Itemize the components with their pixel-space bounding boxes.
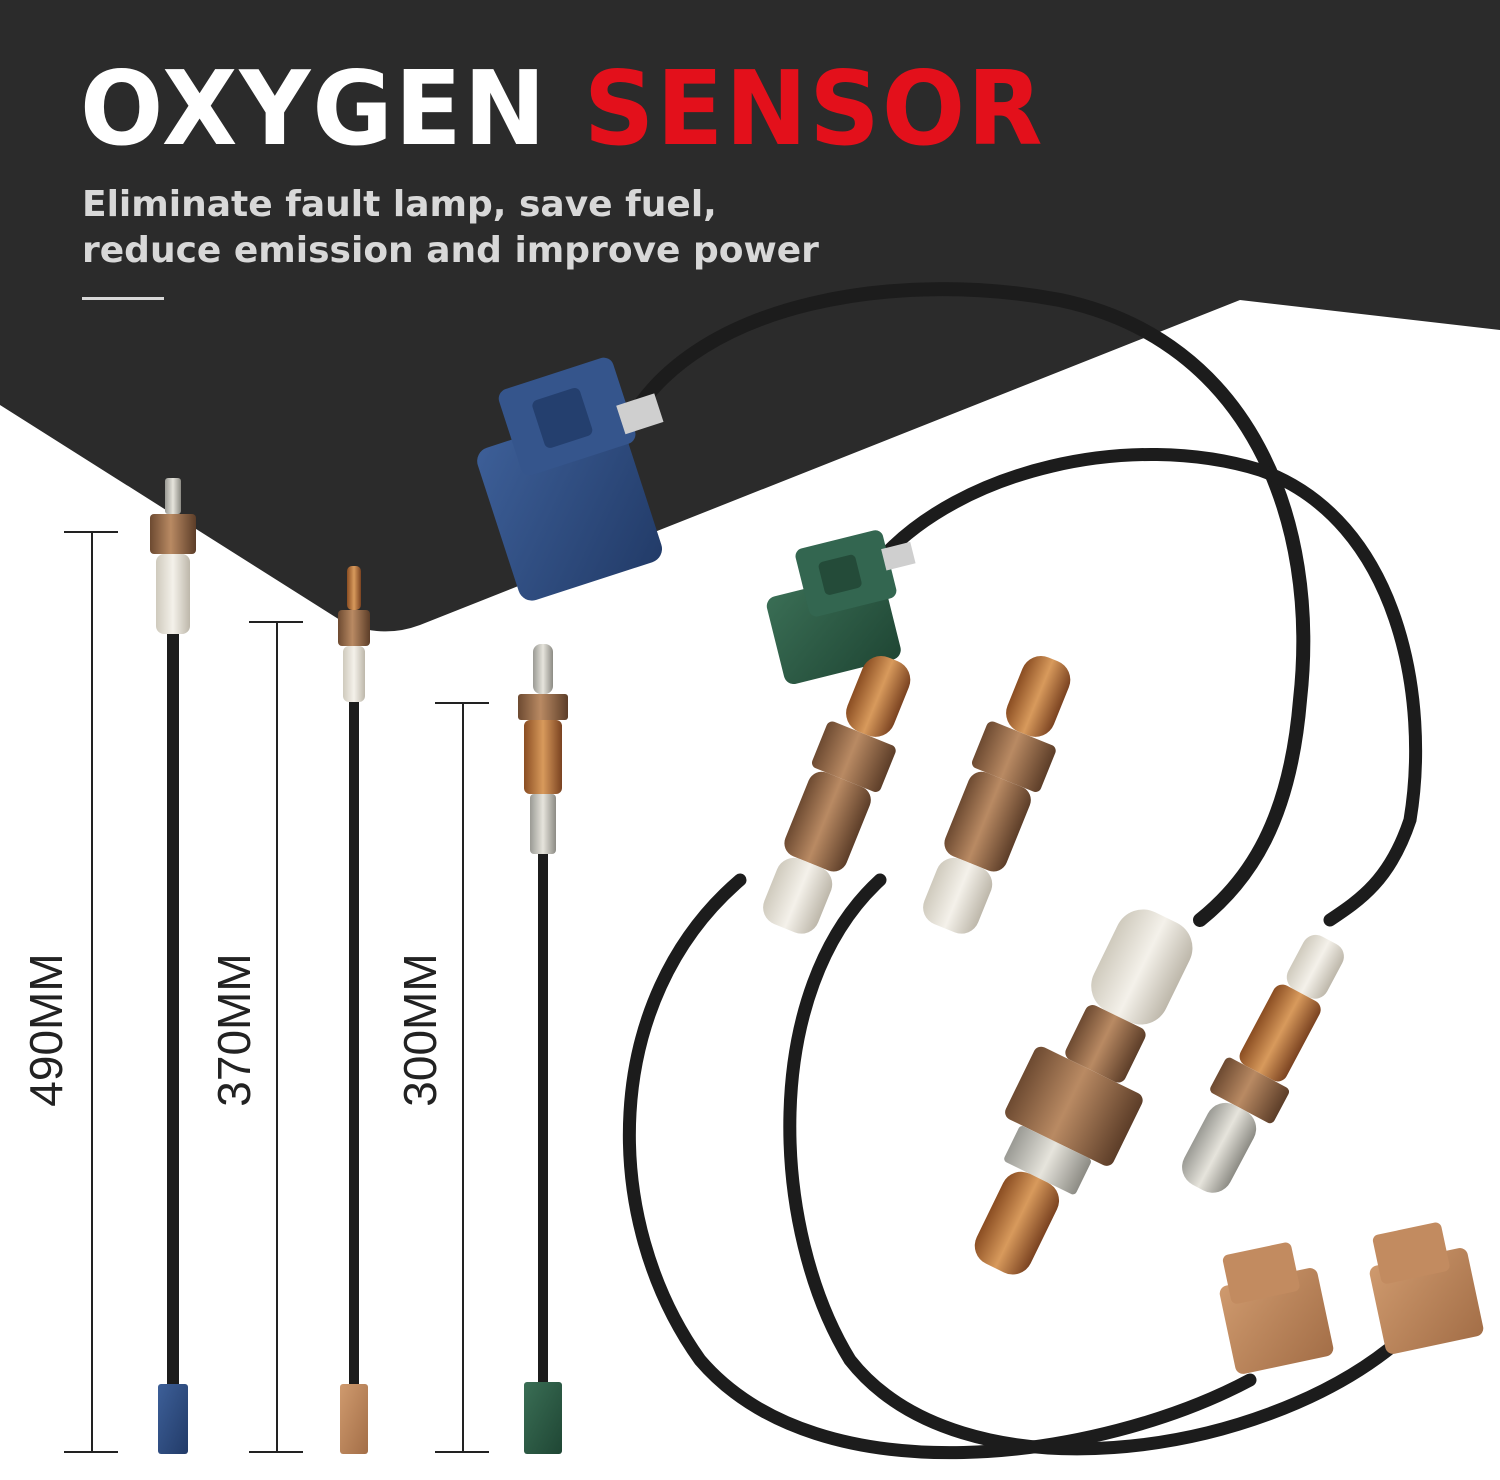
blue-connector-small [158, 1384, 188, 1454]
upper-sensor-left [763, 656, 911, 934]
sensor-cables [622, 282, 1423, 1460]
tan-connector-small [340, 1384, 368, 1454]
lower-sensor-large [974, 909, 1193, 1275]
dimension-lines [64, 531, 489, 1453]
dimension-label-300: 300MM [394, 953, 446, 1107]
green-connector-small [524, 1382, 562, 1454]
blue-connector-large [477, 357, 664, 601]
tan-connector-left [1219, 1242, 1334, 1374]
dimension-label-370: 370MM [208, 953, 260, 1107]
tan-connector-right [1369, 1222, 1484, 1354]
green-connector-large [766, 530, 916, 685]
upper-sensor-right [923, 656, 1071, 934]
sensor-370mm [338, 566, 370, 1454]
dimension-label-490: 490MM [20, 953, 72, 1107]
lower-sensor-small [1182, 934, 1344, 1193]
sensor-490mm [150, 478, 196, 1454]
headline-word-2: SENSOR [583, 49, 1045, 170]
headline-word-1: OXYGEN [80, 49, 548, 170]
divider [82, 297, 164, 300]
sensor-300mm [518, 644, 568, 1454]
tagline: Eliminate fault lamp, save fuel, reduce … [82, 184, 819, 271]
